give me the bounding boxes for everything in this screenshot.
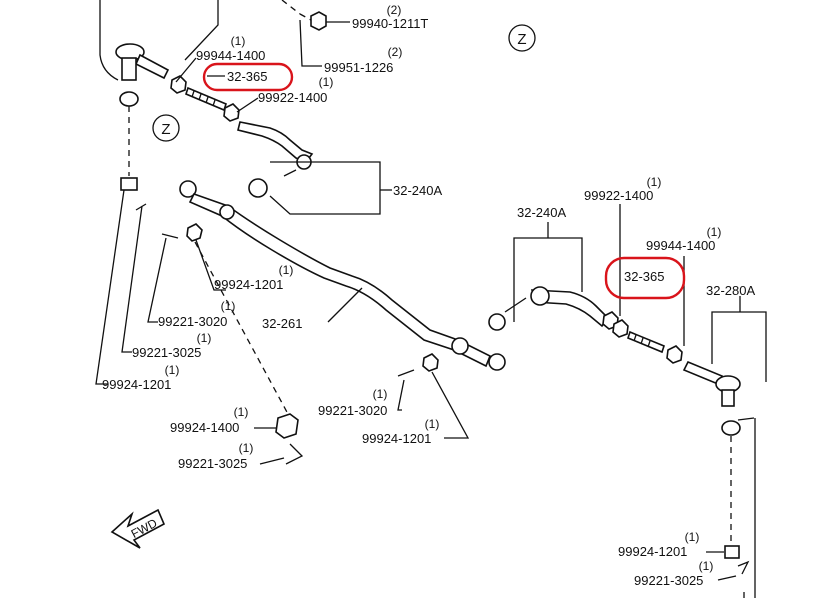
callout-99944-1400-left: (1) 99944-1400 bbox=[196, 34, 265, 63]
svg-text:(1): (1) bbox=[239, 441, 254, 455]
right-tie-rod-end bbox=[682, 360, 750, 575]
svg-text:(1): (1) bbox=[231, 34, 246, 48]
callout-99221-3025-lower: (1) 99221-3025 bbox=[178, 441, 253, 471]
left-idler-nut bbox=[135, 203, 289, 415]
nut-99940 bbox=[299, 11, 327, 31]
svg-text:Z: Z bbox=[517, 31, 526, 48]
callout-99924-1201-right: (1) 99924-1201 bbox=[618, 530, 699, 559]
svg-text:32-240A: 32-240A bbox=[517, 205, 566, 220]
svg-text:(1): (1) bbox=[647, 175, 662, 189]
left-tie-rod-end bbox=[115, 43, 170, 191]
svg-text:32-280A: 32-280A bbox=[706, 283, 755, 298]
center-link-rod bbox=[179, 178, 506, 371]
callout-32-365-right: 32-365 bbox=[604, 256, 686, 300]
svg-text:(1): (1) bbox=[373, 387, 388, 401]
callout-32-365-left: 32-365 bbox=[202, 62, 294, 92]
svg-text:(1): (1) bbox=[221, 299, 236, 313]
callout-32-240A-upper: 32-240A bbox=[393, 183, 442, 198]
svg-text:(1): (1) bbox=[699, 559, 714, 573]
highlight-ring-left bbox=[202, 62, 294, 92]
callout-99922-1400-right: (1) 99922-1400 bbox=[584, 175, 661, 203]
zone-marker-top-right: Z bbox=[508, 24, 536, 52]
svg-text:(1): (1) bbox=[197, 331, 212, 345]
left-adjuster-bolt bbox=[170, 75, 240, 122]
right-tie-rod bbox=[488, 286, 619, 331]
svg-text:(1): (1) bbox=[685, 530, 700, 544]
callout-99951-1226: (2) 99951-1226 bbox=[324, 45, 402, 75]
center-right-nut bbox=[397, 353, 439, 377]
svg-text:32-261: 32-261 bbox=[262, 316, 302, 331]
svg-text:32-365: 32-365 bbox=[624, 269, 664, 284]
callout-99944-1400-right: (1) 99944-1400 bbox=[646, 225, 721, 253]
callout-99221-3020-center: (1) 99221-3020 bbox=[318, 387, 387, 418]
callout-32-261: 32-261 bbox=[262, 316, 302, 331]
callout-32-240A-right: 32-240A bbox=[517, 205, 566, 220]
right-steering-knuckle bbox=[737, 417, 756, 598]
svg-text:99924-1201: 99924-1201 bbox=[102, 377, 171, 392]
svg-text:99944-1400: 99944-1400 bbox=[196, 48, 265, 63]
leader-lines bbox=[95, 19, 767, 581]
svg-text:Z: Z bbox=[161, 121, 170, 138]
svg-text:99221-3025: 99221-3025 bbox=[634, 573, 703, 588]
svg-text:99940-1211T: 99940-1211T bbox=[352, 16, 428, 31]
zone-marker-left: Z bbox=[152, 114, 180, 142]
svg-text:99221-3025: 99221-3025 bbox=[132, 345, 201, 360]
svg-text:99922-1400: 99922-1400 bbox=[584, 188, 653, 203]
callout-99924-1400-lower: (1) 99924-1400 bbox=[170, 405, 248, 435]
callout-99924-1201-idler: (1) 99924-1201 bbox=[214, 263, 293, 292]
svg-text:99944-1400: 99944-1400 bbox=[646, 238, 715, 253]
svg-text:(1): (1) bbox=[707, 225, 722, 239]
svg-text:(2): (2) bbox=[388, 45, 403, 59]
highlight-ring-right bbox=[604, 256, 686, 300]
right-adjuster-bolt bbox=[612, 319, 683, 364]
svg-text:32-365: 32-365 bbox=[227, 69, 267, 84]
svg-text:(1): (1) bbox=[319, 75, 334, 89]
callout-99221-3025-right: (1) 99221-3025 bbox=[634, 559, 713, 588]
svg-text:(1): (1) bbox=[234, 405, 249, 419]
forward-arrow-icon: FWD bbox=[110, 508, 166, 549]
callout-99940-1211T: (2) 99940-1211T bbox=[352, 3, 428, 31]
svg-text:99221-3020: 99221-3020 bbox=[158, 314, 227, 329]
left-knuckle-outline bbox=[99, 0, 301, 81]
callout-99924-1201-center: (1) 99924-1201 bbox=[362, 417, 439, 446]
svg-text:99221-3020: 99221-3020 bbox=[318, 403, 387, 418]
svg-text:99924-1400: 99924-1400 bbox=[170, 420, 239, 435]
svg-text:(1): (1) bbox=[425, 417, 440, 431]
callout-99221-3020-idler: (1) 99221-3020 bbox=[158, 299, 235, 329]
svg-text:(2): (2) bbox=[387, 3, 402, 17]
callout-99922-1400-left: (1) 99922-1400 bbox=[258, 75, 333, 105]
svg-text:(1): (1) bbox=[279, 263, 294, 277]
lower-left-nut bbox=[275, 413, 304, 465]
left-tie-rod bbox=[237, 121, 314, 177]
callout-99924-1201-left: (1) 99924-1201 bbox=[102, 363, 179, 392]
svg-text:99924-1201: 99924-1201 bbox=[618, 544, 687, 559]
callout-99221-3025-left: (1) 99221-3025 bbox=[132, 331, 211, 360]
svg-text:99922-1400: 99922-1400 bbox=[258, 90, 327, 105]
svg-text:(1): (1) bbox=[165, 363, 180, 377]
svg-text:99221-3025: 99221-3025 bbox=[178, 456, 247, 471]
svg-text:99924-1201: 99924-1201 bbox=[214, 277, 283, 292]
svg-text:99951-1226: 99951-1226 bbox=[324, 60, 393, 75]
callout-32-280A: 32-280A bbox=[706, 283, 755, 298]
svg-text:99924-1201: 99924-1201 bbox=[362, 431, 431, 446]
svg-text:32-240A: 32-240A bbox=[393, 183, 442, 198]
